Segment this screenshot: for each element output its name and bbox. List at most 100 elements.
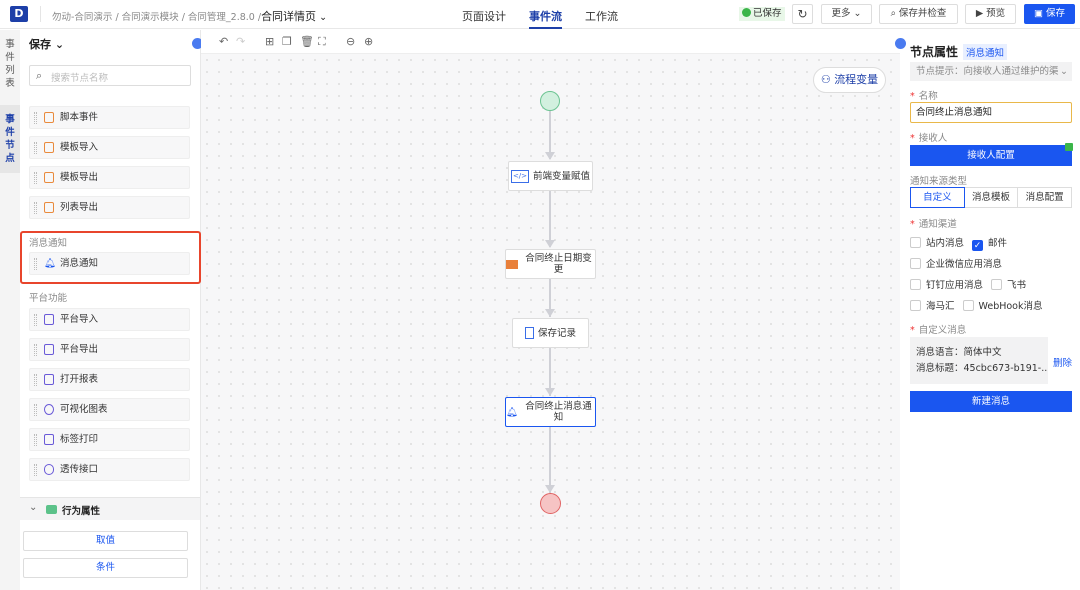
channel-in-site[interactable]: 站内消息 — [910, 237, 972, 249]
collapse-panel-icon[interactable] — [895, 38, 906, 49]
vtab-event-list[interactable]: 事件列表 — [5, 39, 15, 89]
condition-button[interactable]: 条件 — [23, 558, 188, 578]
drag-handle-icon[interactable] — [34, 464, 37, 476]
breadcrumb-current[interactable]: 合同详情页 — [261, 10, 317, 23]
breadcrumb[interactable]: 勿动-合同演示 / 合同演示模块 / 合同管理_2.8.0 /合同详情页 ⌄ — [52, 8, 327, 24]
source-type-tabs: 自定义 消息模板 消息配置 — [910, 187, 1073, 208]
fit-view-icon[interactable]: ⛶ — [318, 35, 326, 48]
receiver-config-button[interactable]: 接收人配置 — [910, 143, 1073, 166]
value-button[interactable]: 取值 — [23, 531, 188, 551]
end-node[interactable] — [540, 493, 561, 514]
floppy-icon: ▣ — [1033, 8, 1043, 19]
drag-handle-icon[interactable] — [34, 434, 37, 446]
channel-label: 飞书 — [1007, 280, 1027, 291]
tab-event-flow[interactable]: 事件流 — [529, 10, 562, 29]
checkbox[interactable] — [910, 237, 921, 248]
copy-icon[interactable]: ❐ — [282, 35, 292, 48]
channel-label-text: 通知渠道 — [918, 219, 957, 230]
flow-variables-button[interactable]: ⚇ 流程变量 — [813, 67, 886, 93]
checkbox[interactable] — [910, 300, 921, 311]
checkbox[interactable] — [910, 279, 921, 290]
chevron-down-icon[interactable]: ⌄ — [29, 502, 38, 513]
drag-handle-icon[interactable] — [34, 344, 37, 356]
start-node[interactable] — [540, 91, 560, 111]
source-tab-config[interactable]: 消息配置 — [1018, 187, 1073, 208]
channel-dingtalk[interactable]: 钉钉应用消息 — [910, 279, 991, 291]
search-input[interactable]: ⌕ 搜索节点名称 — [29, 65, 191, 86]
node-item-template-import[interactable]: 模板导入 — [29, 136, 190, 159]
save-button[interactable]: ▣ 保存 — [1024, 4, 1075, 24]
node-item-template-export[interactable]: 模板导出 — [29, 166, 190, 189]
zoom-in-icon[interactable]: ⊕ — [364, 35, 374, 48]
node-item-platform-import[interactable]: 平台导入 — [29, 308, 190, 331]
channel-webhook[interactable]: WebHook消息 — [962, 300, 1051, 312]
checkbox[interactable] — [910, 258, 921, 269]
message-language: 消息语言：简体中文 — [916, 347, 1002, 358]
new-message-button[interactable]: 新建消息 — [910, 391, 1072, 412]
source-tab-custom[interactable]: 自定义 — [910, 187, 965, 208]
delete-icon[interactable]: 🗑︎ — [300, 35, 314, 48]
checkbox-checked[interactable]: ✓ — [972, 240, 984, 251]
saved-status-text: 已保存 — [753, 8, 782, 19]
breadcrumb-path[interactable]: 勿动-合同演示 / 合同演示模块 / 合同管理_2.8.0 / — [52, 12, 262, 23]
name-input[interactable]: 合同终止消息通知 — [910, 102, 1072, 123]
behavior-section-header[interactable]: ⌄ 行为属性 — [20, 497, 200, 520]
flow-node-frontend-var[interactable]: </>前端变量赋值 — [508, 161, 593, 191]
drag-handle-icon[interactable] — [34, 112, 37, 124]
node-item-list-export[interactable]: 列表导出 — [29, 196, 190, 219]
save-label: 保存 — [1046, 8, 1066, 19]
message-card[interactable]: 消息语言：简体中文 消息标题：45cbc673-b191-... — [910, 337, 1048, 384]
node-item-label: 透传接口 — [60, 464, 99, 475]
checkbox[interactable] — [962, 300, 974, 311]
refresh-button[interactable]: ↻ — [792, 4, 813, 24]
node-item-message-notify[interactable]: 🔔︎消息通知 — [29, 252, 190, 275]
channel-feishu[interactable]: 飞书 — [991, 279, 1034, 291]
chevron-down-icon[interactable]: ⌄ — [319, 12, 328, 23]
event-selector[interactable]: 保存 ⌄ — [29, 38, 65, 51]
node-item-visual-chart[interactable]: 可视化图表 — [29, 398, 190, 421]
drag-handle-icon[interactable] — [34, 404, 37, 416]
more-button[interactable]: 更多 ⌄ — [821, 4, 872, 24]
node-item-passthrough-api[interactable]: 透传接口 — [29, 458, 190, 481]
code-icon: </> — [510, 169, 530, 183]
tab-page-design[interactable]: 页面设计 — [462, 10, 506, 23]
node-item-label-print[interactable]: 标签打印 — [29, 428, 190, 451]
drag-handle-icon[interactable] — [34, 314, 37, 326]
flow-node-date-change[interactable]: 合同终止日期变更 — [505, 249, 596, 279]
channel-label: *通知渠道 — [910, 219, 957, 230]
vertical-tab-strip: 事件列表 事件节点 — [0, 30, 20, 590]
redo-icon[interactable]: ↷ — [236, 35, 246, 48]
node-item-script-event[interactable]: 脚本事件 — [29, 106, 190, 129]
channel-wecom[interactable]: 企业微信应用消息 — [910, 258, 1010, 270]
node-item-label: 模板导出 — [60, 172, 99, 183]
node-item-platform-export[interactable]: 平台导出 — [29, 338, 190, 361]
save-check-button[interactable]: ⌕ 保存并检查 — [879, 4, 958, 24]
node-label: 合同终止消息通知 — [525, 401, 592, 423]
checkbox[interactable] — [991, 279, 1003, 290]
add-node-icon[interactable]: ⊞ — [265, 35, 275, 48]
drag-handle-icon[interactable] — [34, 374, 37, 386]
header: D 勿动-合同演示 / 合同演示模块 / 合同管理_2.8.0 /合同详情页 ⌄… — [0, 0, 1080, 29]
collapse-panel-icon[interactable] — [192, 38, 203, 49]
flow-node-message-notify[interactable]: 🔔︎合同终止消息通知 — [505, 397, 596, 427]
tab-workflow[interactable]: 工作流 — [585, 10, 618, 23]
delete-message-link[interactable]: 删除 — [1053, 358, 1073, 369]
zoom-out-icon[interactable]: ⊖ — [346, 35, 356, 48]
more-label: 更多 — [831, 8, 851, 19]
channel-email[interactable]: ✓邮件 — [972, 238, 1015, 251]
chevron-down-icon: ⌄ — [1060, 66, 1068, 77]
undo-icon[interactable]: ↶ — [219, 35, 229, 48]
drag-handle-icon[interactable] — [34, 172, 37, 184]
channel-haimahui[interactable]: 海马汇 — [910, 300, 963, 312]
node-item-open-report[interactable]: 打开报表 — [29, 368, 190, 391]
node-hint-select[interactable]: 节点提示：向接收人通过维护的渠⌄ — [910, 62, 1072, 81]
drag-handle-icon[interactable] — [34, 142, 37, 154]
flow-node-save-record[interactable]: 保存记录 — [512, 318, 589, 348]
bell-icon: 🔔︎ — [44, 258, 57, 269]
preview-button[interactable]: ▶ 预览 — [965, 4, 1016, 24]
vtab-event-nodes[interactable]: 事件节点 — [0, 105, 20, 173]
preview-label: 预览 — [986, 8, 1006, 19]
source-tab-template[interactable]: 消息模板 — [964, 187, 1019, 208]
drag-handle-icon[interactable] — [34, 258, 37, 270]
drag-handle-icon[interactable] — [34, 202, 37, 214]
